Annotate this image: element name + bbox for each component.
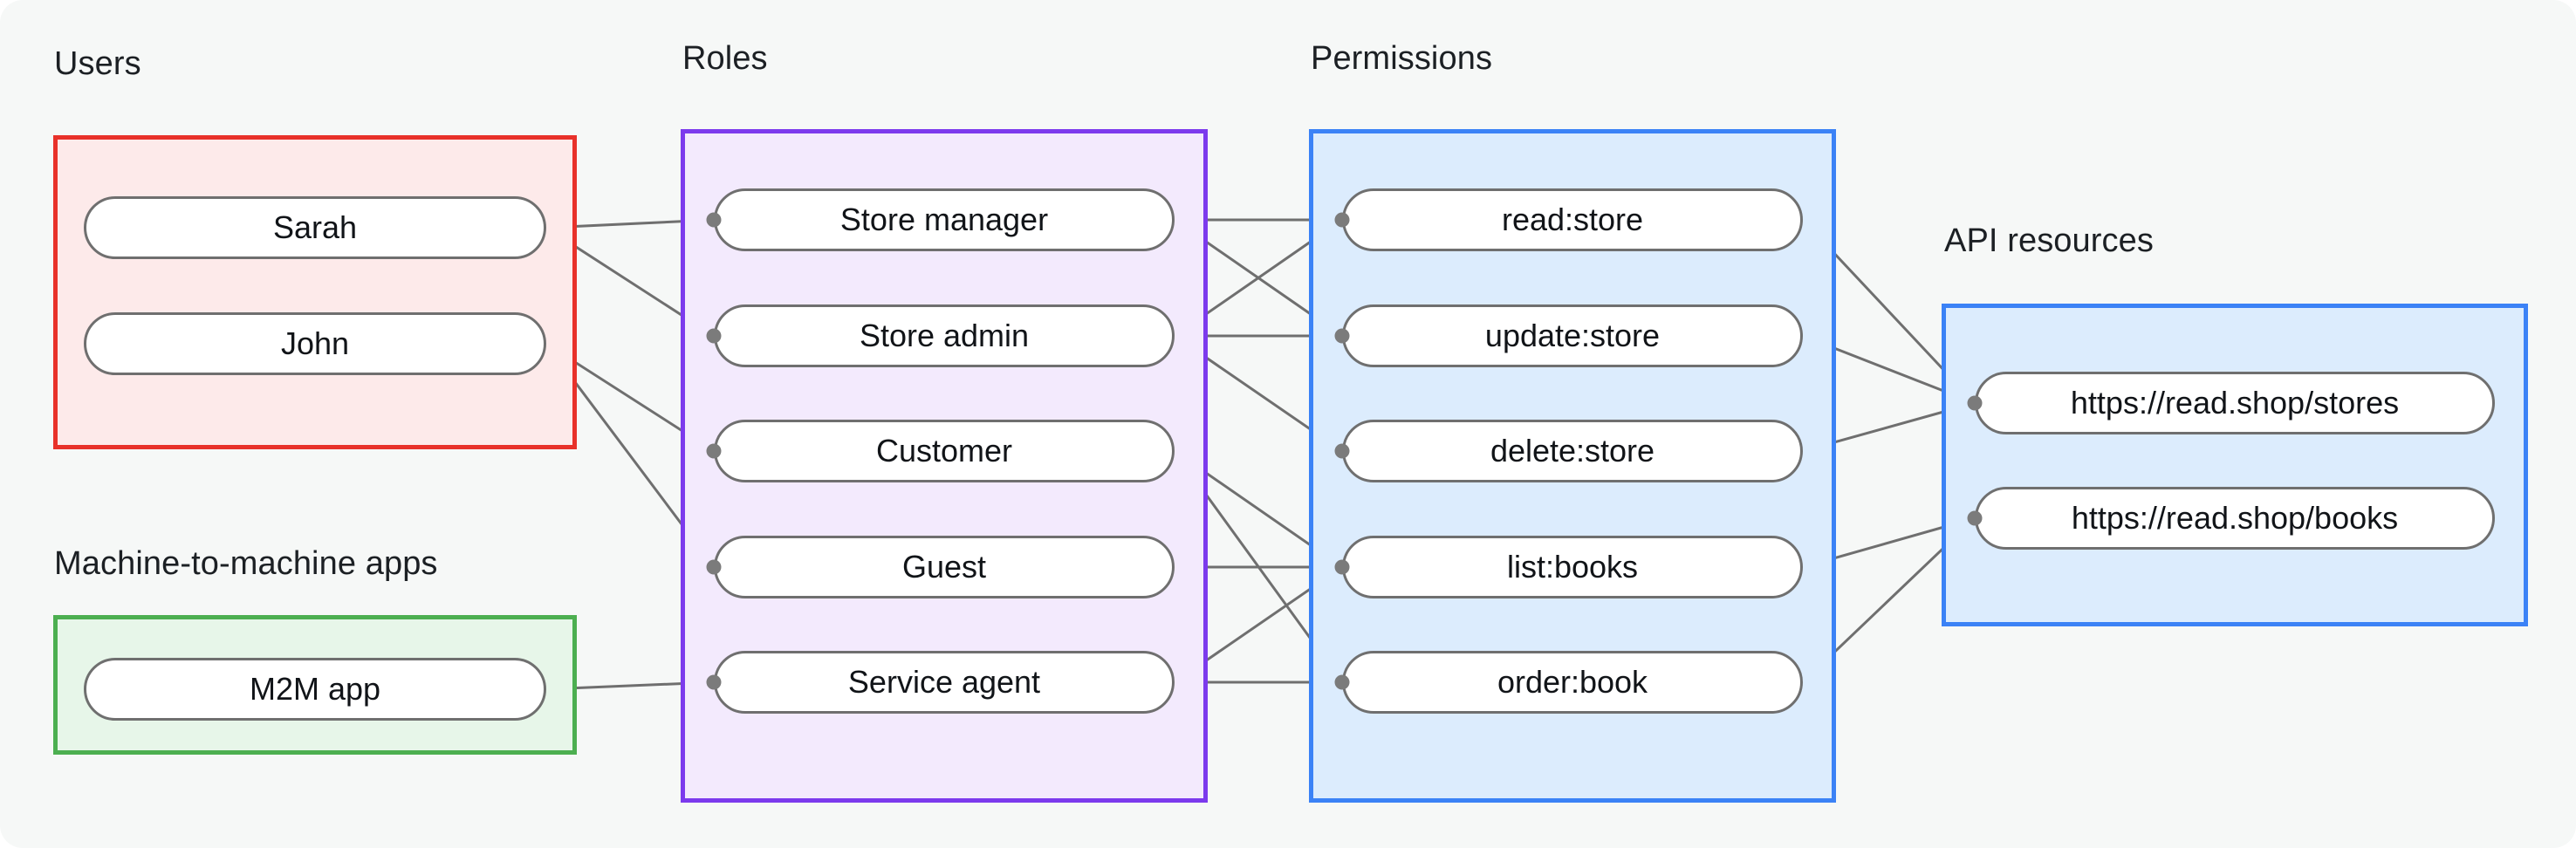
group-title-roles: Roles xyxy=(682,40,768,77)
group-title-users: Users xyxy=(54,45,141,82)
port-order_book xyxy=(1334,674,1350,690)
node-store_manager[interactable]: Store manager xyxy=(714,188,1175,251)
group-title-api: API resources xyxy=(1944,222,2154,259)
node-service_agent[interactable]: Service agent xyxy=(714,651,1175,714)
node-list_books[interactable]: list:books xyxy=(1342,536,1803,598)
node-res_stores[interactable]: https://read.shop/stores xyxy=(1975,372,2495,434)
node-delete_store[interactable]: delete:store xyxy=(1342,420,1803,482)
node-store_admin[interactable]: Store admin xyxy=(714,304,1175,367)
node-read_store[interactable]: read:store xyxy=(1342,188,1803,251)
port-read_store xyxy=(1334,212,1350,228)
group-title-m2m: Machine-to-machine apps xyxy=(54,545,438,582)
node-order_book[interactable]: order:book xyxy=(1342,651,1803,714)
port-store_admin xyxy=(706,328,722,344)
port-customer xyxy=(706,443,722,459)
node-m2m_app[interactable]: M2M app xyxy=(84,658,546,721)
group-box-users xyxy=(53,135,577,449)
port-delete_store xyxy=(1334,443,1350,459)
port-res_stores xyxy=(1967,395,1983,411)
node-john[interactable]: John xyxy=(84,312,546,375)
port-list_books xyxy=(1334,559,1350,575)
group-title-permissions: Permissions xyxy=(1311,40,1493,77)
node-customer[interactable]: Customer xyxy=(714,420,1175,482)
port-service_agent xyxy=(706,674,722,690)
node-guest[interactable]: Guest xyxy=(714,536,1175,598)
node-res_books[interactable]: https://read.shop/books xyxy=(1975,487,2495,550)
group-box-api xyxy=(1942,304,2528,626)
port-guest xyxy=(706,559,722,575)
port-update_store xyxy=(1334,328,1350,344)
node-sarah[interactable]: Sarah xyxy=(84,196,546,259)
node-update_store[interactable]: update:store xyxy=(1342,304,1803,367)
port-store_manager xyxy=(706,212,722,228)
port-res_books xyxy=(1967,510,1983,526)
